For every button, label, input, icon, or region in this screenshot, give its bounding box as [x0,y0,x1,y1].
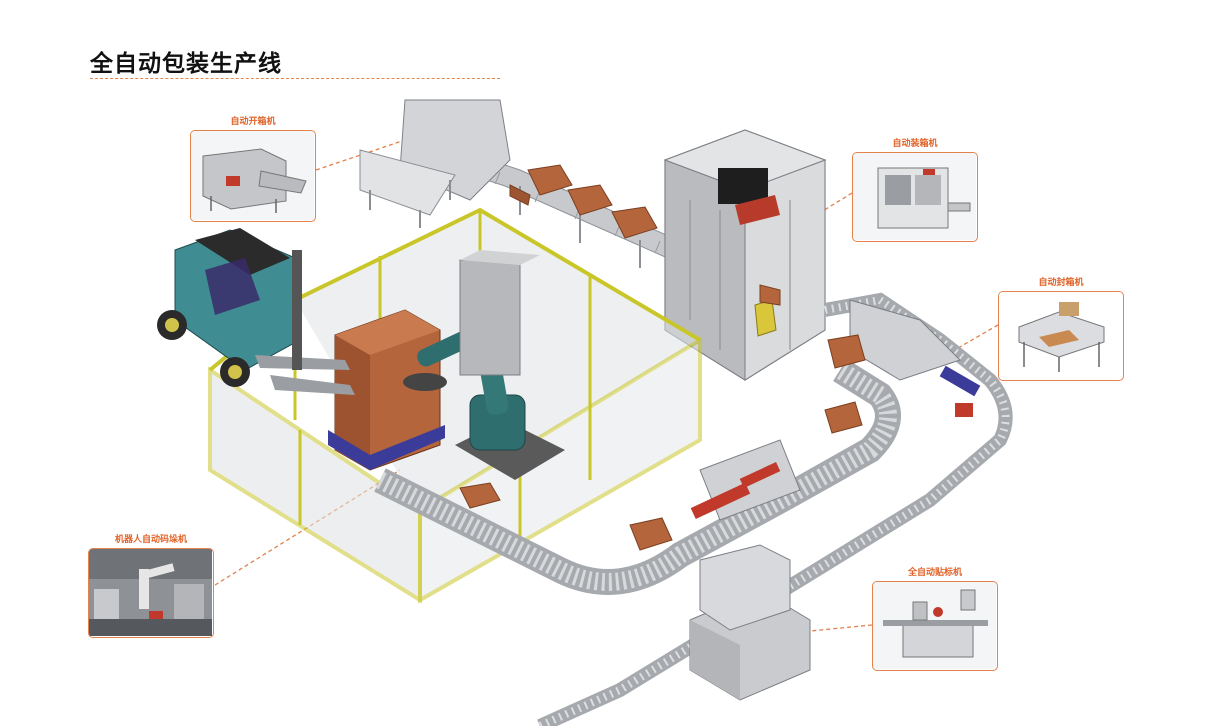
callout-photo-frame [998,291,1124,381]
labeling-machine [689,544,811,701]
callout-photo-frame [872,581,998,671]
callout-label: 自动开箱机 [230,117,276,127]
callout-label: 自动装箱机 [892,139,938,149]
cartons-upper [509,164,658,239]
main-conveyor [374,292,1013,726]
case-packer-photo [853,153,976,240]
carton-erector-machine [359,99,511,228]
callout-robot-palletizer: 机器人自动码垛机 [88,532,214,638]
forklift [157,228,355,395]
callout-photo-frame [190,130,316,222]
callout-carton-erector: 自动开箱机 [190,114,316,222]
leader-labeler [799,624,873,633]
cartons-main [459,284,866,551]
case-sealer-photo [999,292,1122,379]
leader-carton-erector [315,139,406,171]
pallet-stack [328,309,445,471]
callout-case-sealer: 自动封箱机 [998,275,1124,381]
callout-label: 全自动贴标机 [907,568,962,578]
callout-label: 自动封箱机 [1038,278,1084,288]
labeler-photo [873,582,996,669]
lower-sealer [690,439,801,521]
callout-photo-frame [852,152,978,242]
title-divider [90,78,500,79]
page-title: 全自动包装生产线 [90,51,282,77]
robot-palletizer-photo [89,549,212,636]
callout-photo-frame [88,548,214,638]
callout-case-packer: 自动装箱机 [852,136,978,242]
palletizing-robot [403,250,565,480]
callout-labeler: 全自动贴标机 [872,565,998,671]
carton-erector-photo [191,131,314,220]
callout-label: 机器人自动码垛机 [114,535,187,545]
